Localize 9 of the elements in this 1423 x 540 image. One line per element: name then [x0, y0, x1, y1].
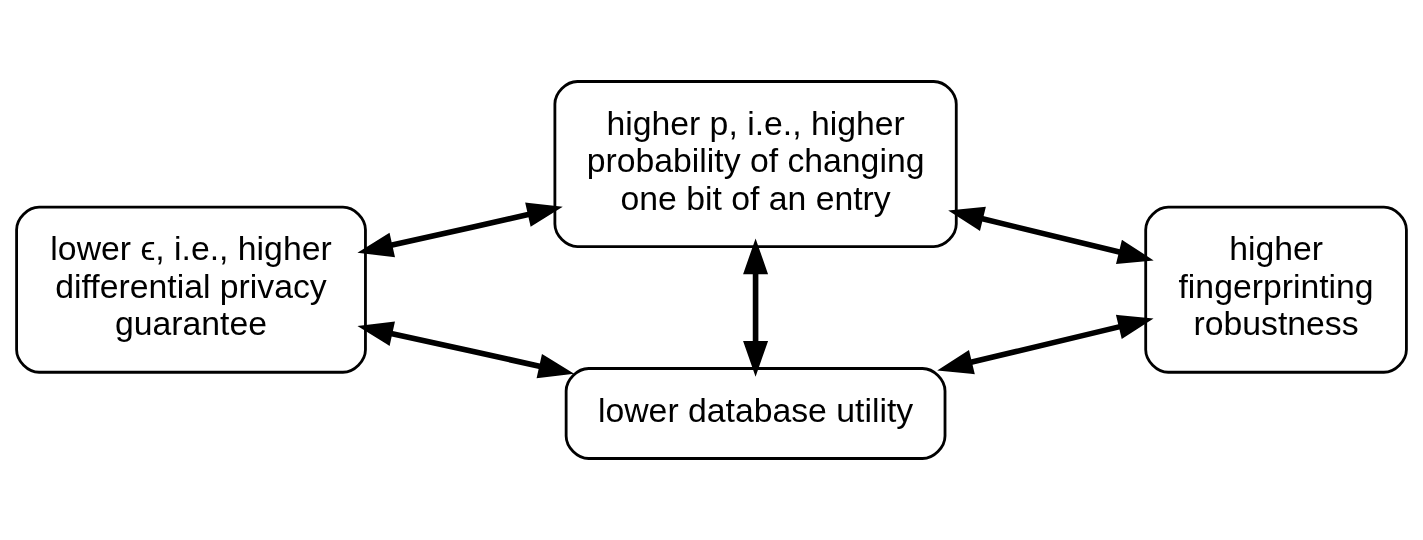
arrow — [937, 314, 1154, 375]
arrow — [948, 206, 1154, 265]
arrow — [743, 238, 769, 377]
node-box: lower ϵ, i.e., higher differential privacy guarantee — [15, 205, 367, 374]
arrow — [357, 321, 575, 379]
node-box: higher fingerprinting robustness — [1144, 205, 1408, 374]
node-box: higher p, i.e., higher probability of changing one bit of an entry — [553, 80, 958, 248]
node-box: lower database utility — [564, 367, 947, 460]
arrow — [357, 202, 563, 258]
